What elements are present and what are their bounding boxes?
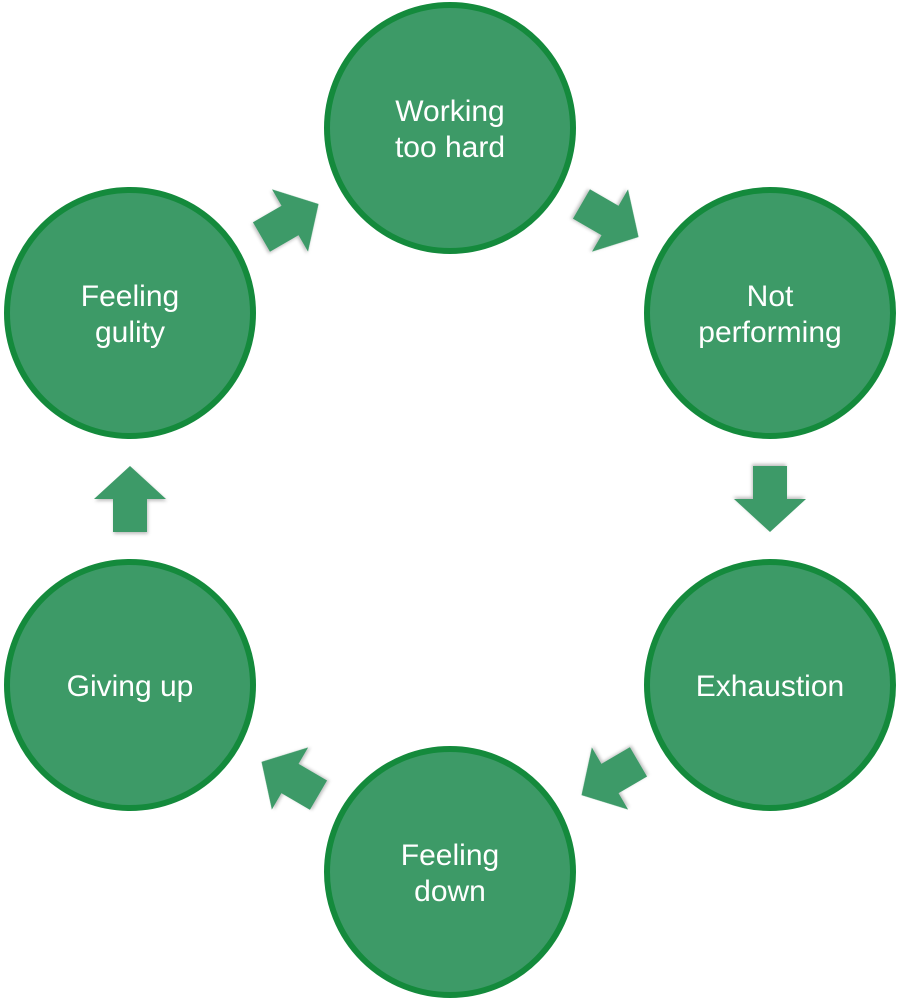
arrow-exhaustion-to-feeling-down (581, 747, 648, 810)
node-label: too hard (395, 131, 505, 164)
node-label: Giving up (67, 670, 194, 703)
arrow-giving-up-to-feeling-guilty (94, 466, 166, 532)
node-circle (644, 187, 896, 439)
node-circle (4, 559, 256, 811)
node-label: Not (747, 280, 794, 313)
node-circle (324, 746, 576, 998)
node-label: performing (698, 316, 841, 349)
arrow-not-performing-to-exhaustion (734, 466, 806, 532)
node-giving-up: Giving up (4, 559, 256, 811)
node-circle (644, 559, 896, 811)
node-label: down (414, 875, 486, 908)
node-label: Working (395, 95, 504, 128)
node-label: Feeling (401, 839, 499, 872)
node-circle (324, 2, 576, 254)
arrow-working-too-hard-to-not-performing (572, 189, 639, 252)
node-circle (4, 187, 256, 439)
node-label: gulity (95, 316, 165, 349)
node-label: Feeling (81, 280, 179, 313)
node-exhaustion: Exhaustion (644, 559, 896, 811)
arrow-feeling-guilty-to-working-too-hard (252, 189, 319, 252)
node-label: Exhaustion (696, 670, 844, 703)
arrow-feeling-down-to-giving-up (261, 747, 328, 810)
